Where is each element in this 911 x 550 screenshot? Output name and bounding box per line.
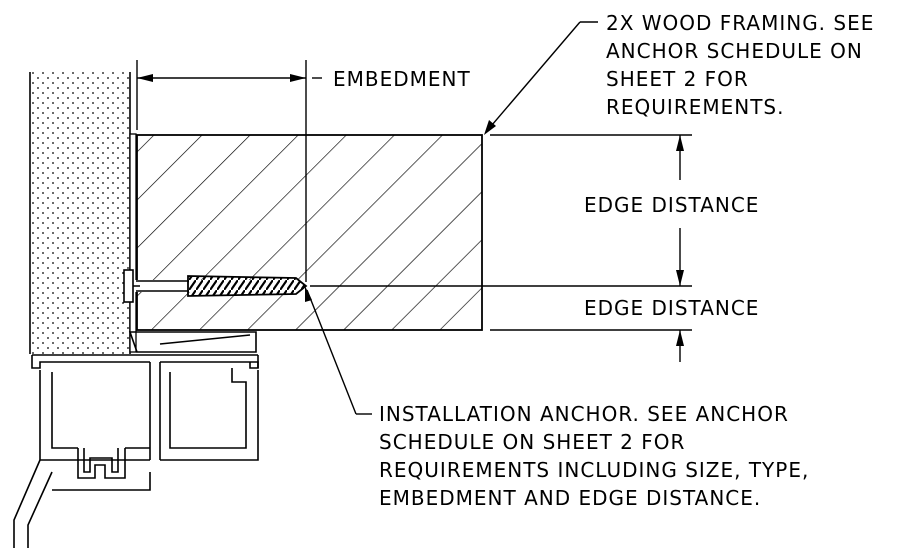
edge-distance-label-upper: EDGE DISTANCE [584, 193, 759, 217]
anchor-note-line: EMBEDMENT AND EDGE DISTANCE. [379, 486, 761, 510]
framing-leader [484, 21, 598, 135]
window-frame-profile [13, 331, 259, 548]
anchor-note-line: INSTALLATION ANCHOR. SEE ANCHOR [379, 402, 789, 426]
anchor-note-line: REQUIREMENTS INCLUDING SIZE, TYPE, [379, 458, 809, 482]
embedment-dimension [136, 60, 322, 282]
framing-note: 2X WOOD FRAMING. SEE ANCHOR SCHEDULE ON … [606, 11, 874, 119]
anchor-note: INSTALLATION ANCHOR. SEE ANCHOR SCHEDULE… [379, 402, 809, 510]
edge-distance-label-lower: EDGE DISTANCE [584, 296, 759, 320]
installation-anchor [123, 269, 308, 303]
framing-note-line: ANCHOR SCHEDULE ON [606, 39, 863, 63]
anchor-thread [187, 275, 308, 297]
embedment-label: EMBEDMENT [333, 67, 471, 91]
anchor-note-line: SCHEDULE ON SHEET 2 FOR [379, 430, 685, 454]
wood-framing-block [136, 134, 483, 331]
anchor-head [123, 269, 134, 303]
framing-note-line: REQUIREMENTS. [606, 95, 784, 119]
edge-distance-dimension [310, 134, 692, 362]
masonry-wall [29, 72, 131, 354]
shim-strip [129, 133, 137, 353]
framing-note-line: SHEET 2 FOR [606, 67, 749, 91]
framing-note-line: 2X WOOD FRAMING. SEE [606, 11, 874, 35]
anchor-leader [305, 286, 372, 415]
